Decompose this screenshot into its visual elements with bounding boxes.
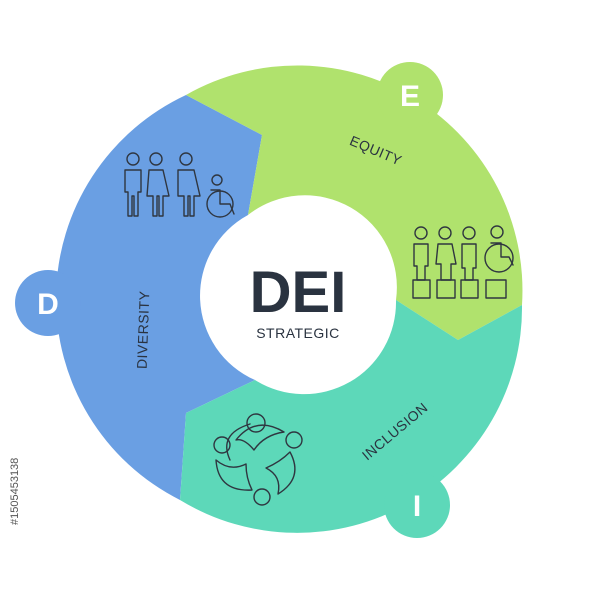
center-subtitle: STRATEGIC <box>256 325 340 341</box>
equity-segment <box>186 65 523 341</box>
equity-people-on-steps-icon <box>412 225 514 299</box>
inclusion-letter: I <box>413 490 421 523</box>
diversity-badge: D <box>15 270 81 336</box>
center-title: DEI <box>250 260 347 325</box>
side-id-text: #1505453138 <box>9 458 21 525</box>
inclusion-segment <box>180 300 523 533</box>
people-circle-icon <box>213 413 303 506</box>
diverse-people-group-icon <box>124 152 235 218</box>
diversity-letter: D <box>37 288 59 321</box>
equity-badge: E <box>377 62 443 128</box>
center-disc <box>206 203 390 387</box>
inclusion-badge: I <box>384 472 450 538</box>
equity-letter: E <box>400 80 420 113</box>
diversity-segment <box>56 95 262 500</box>
diversity-label: DIVERSITY <box>134 290 153 369</box>
